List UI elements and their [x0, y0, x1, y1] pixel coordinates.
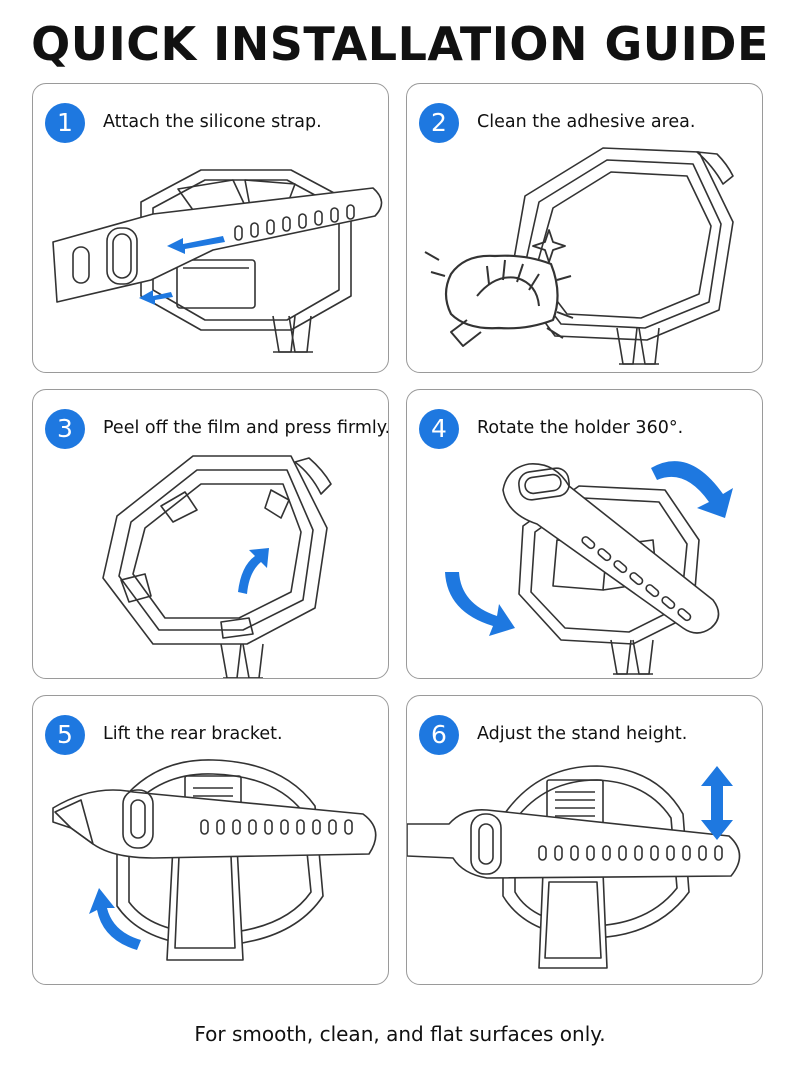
step-5-badge: 5	[45, 715, 85, 755]
step-5-panel: 5 Lift the rear bracket.	[32, 695, 389, 985]
step-4-panel: 4 Rotate the holder 360°.	[406, 389, 763, 679]
step-4-badge: 4	[419, 409, 459, 449]
step-2-badge: 2	[419, 103, 459, 143]
step-2-text: Clean the adhesive area.	[477, 112, 696, 132]
step-1-panel: 1 Attach the silicone strap.	[32, 83, 389, 373]
rotate-holder-illustration	[445, 461, 733, 675]
surface-note: For smooth, clean, and flat surfaces onl…	[194, 1022, 606, 1046]
step-3-panel: 3 Peel off the film and press firmly.	[32, 389, 389, 679]
step-1-badge: 1	[45, 103, 85, 143]
lift-bracket-illustration	[52, 759, 377, 961]
cleaning-cloth-illustration	[424, 147, 734, 365]
step-2-panel: 2 Clean the adhesive area.	[406, 83, 763, 373]
step-5-text: Lift the rear bracket.	[103, 724, 283, 744]
step-6-panel: 6 Adjust the stand height.	[406, 695, 763, 985]
step-4-text: Rotate the holder 360°.	[477, 418, 684, 438]
step-6-badge: 6	[419, 715, 459, 755]
step-3-badge: 3	[45, 409, 85, 449]
adjust-height-illustration	[407, 765, 741, 969]
guide-title: QUICK INSTALLATION GUIDE	[31, 17, 769, 71]
step-6-text: Adjust the stand height.	[477, 724, 688, 744]
strap-attach-illustration	[52, 169, 383, 353]
peel-and-press-illustration	[102, 455, 332, 678]
step-3-text: Peel off the film and press firmly.	[103, 418, 389, 438]
step-1-text: Attach the silicone strap.	[103, 112, 322, 132]
